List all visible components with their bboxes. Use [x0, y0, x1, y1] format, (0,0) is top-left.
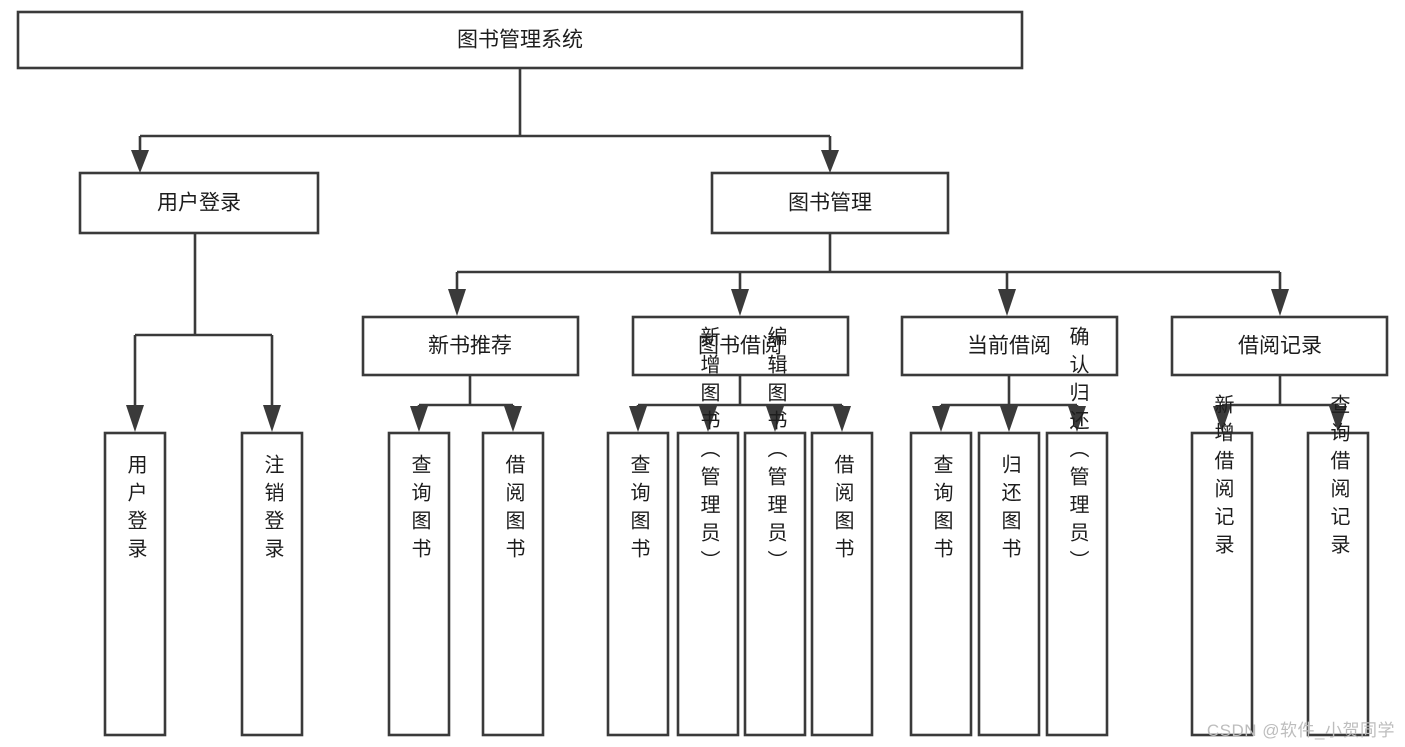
node-leaf-query-record-label: 查询借阅记录 [1327, 394, 1350, 562]
node-leaf-confirm-return[interactable]: 确认归还（管理员） [1045, 326, 1109, 737]
arrow-head-leaf-confirm-return [1068, 406, 1086, 432]
arrow-head-leaf-query-book-1 [410, 406, 428, 432]
node-leaf-borrow-book-1[interactable]: 借阅图书 [481, 431, 545, 737]
node-root[interactable]: 图书管理系统 [16, 10, 1024, 70]
node-leaf-confirm-return-label: 确认归还（管理员） [1066, 326, 1089, 578]
arrow-head-user-login [131, 150, 149, 173]
node-new-book-rec[interactable]: 新书推荐 [361, 315, 580, 377]
node-leaf-logout-label: 注销登录 [261, 454, 284, 566]
arrow-head-leaf-query-book-2 [629, 406, 647, 432]
connector-layer [126, 67, 1347, 432]
node-new-book-rec-label: 新书推荐 [428, 335, 512, 358]
node-leaf-user-login[interactable]: 用户登录 [103, 431, 167, 737]
node-user-login-label: 用户登录 [157, 192, 241, 215]
node-borrow-record[interactable]: 借阅记录 [1170, 315, 1389, 377]
node-root-label: 图书管理系统 [457, 29, 583, 52]
arrow-head-leaf-borrow-book-2 [833, 406, 851, 432]
arrow-head-leaf-logout [263, 405, 281, 432]
node-leaf-edit-book-label: 编辑图书（管理员） [764, 326, 787, 578]
arrow-head-leaf-query-record [1329, 406, 1347, 432]
arrow-head-new-book-rec [448, 289, 466, 316]
arrow-head-book-manage [821, 150, 839, 173]
node-leaf-query-book-2-label: 查询图书 [627, 454, 650, 566]
node-book-borrow-label: 图书借阅 [698, 335, 782, 358]
node-leaf-borrow-book-2[interactable]: 借阅图书 [810, 431, 874, 737]
node-leaf-query-book-1-label: 查询图书 [408, 454, 431, 566]
arrow-head-leaf-edit-book [766, 406, 784, 432]
node-leaf-user-login-label: 用户登录 [124, 454, 147, 566]
node-leaf-add-record[interactable]: 新增借阅记录 [1190, 394, 1254, 737]
node-leaf-add-book[interactable]: 新增图书（管理员） [676, 326, 740, 737]
node-leaf-query-book-2[interactable]: 查询图书 [606, 431, 670, 737]
arrow-head-borrow-record [1271, 289, 1289, 316]
node-leaf-return-book-label: 归还图书 [998, 454, 1021, 566]
node-leaf-add-book-label: 新增图书（管理员） [697, 326, 720, 578]
node-leaf-edit-book[interactable]: 编辑图书（管理员） [743, 326, 807, 737]
node-book-manage-label: 图书管理 [788, 192, 872, 215]
arrow-head-leaf-user-login [126, 405, 144, 432]
node-leaf-query-book-3-label: 查询图书 [930, 454, 953, 566]
node-current-borrow[interactable]: 当前借阅 [900, 315, 1119, 377]
node-leaf-return-book[interactable]: 归还图书 [977, 431, 1041, 737]
node-current-borrow-label: 当前借阅 [967, 335, 1051, 358]
node-book-borrow[interactable]: 图书借阅 [631, 315, 850, 377]
arrow-head-leaf-query-book-3 [932, 406, 950, 432]
node-leaf-query-record[interactable]: 查询借阅记录 [1306, 394, 1370, 737]
arrow-head-current-borrow [998, 289, 1016, 316]
arrow-head-leaf-add-book [699, 406, 717, 432]
node-leaf-logout[interactable]: 注销登录 [240, 431, 304, 737]
node-borrow-record-label: 借阅记录 [1238, 335, 1322, 358]
node-leaf-borrow-book-2-label: 借阅图书 [831, 454, 854, 566]
node-leaf-add-record-label: 新增借阅记录 [1211, 394, 1234, 562]
arrow-head-leaf-return-book [1000, 406, 1018, 432]
node-leaf-query-book-1[interactable]: 查询图书 [387, 431, 451, 737]
node-user-login[interactable]: 用户登录 [78, 171, 320, 235]
node-leaf-borrow-book-1-label: 借阅图书 [502, 454, 525, 566]
arrow-head-leaf-borrow-book-1 [504, 406, 522, 432]
node-leaf-query-book-3[interactable]: 查询图书 [909, 431, 973, 737]
node-book-manage[interactable]: 图书管理 [710, 171, 950, 235]
arrow-head-book-borrow [731, 289, 749, 316]
arrow-head-leaf-add-record [1213, 406, 1231, 432]
